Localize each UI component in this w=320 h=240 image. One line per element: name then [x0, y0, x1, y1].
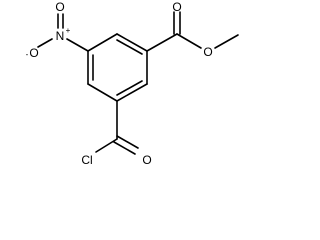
ring-bond-top-right — [116, 33, 148, 52]
ring-double-bond-inner-1 — [116, 39, 143, 55]
bond-ring-to-nitro-n — [66, 38, 89, 52]
bond-o-to-methyl — [214, 34, 239, 49]
molecule-structure-diagram: O O N + O O - Cl O — [26, 0, 239, 167]
atom-nitro-left-oxygen: O — [29, 46, 38, 60]
bond-ester-carbon-to-o — [176, 33, 202, 49]
acyl-carbonyl-double-bond-a — [116, 135, 139, 149]
ring-bond-bottom-right — [116, 83, 148, 102]
acyl-carbonyl-double-bond-b — [113, 141, 136, 155]
atom-nitro-nitrogen: N — [56, 29, 65, 43]
atom-chlorine: Cl — [81, 153, 92, 167]
ring-bond-bottom-left — [87, 83, 118, 102]
bond-nitro-n-to-o-minus — [37, 38, 53, 48]
nitro-nitrogen-positive-charge: + — [66, 26, 71, 35]
acyl-chloride-group: Cl O — [81, 100, 152, 167]
nitro-group: N + O O - — [26, 0, 89, 60]
atom-nitro-top-oxygen: O — [55, 0, 64, 14]
atom-acyl-carbonyl-oxygen: O — [142, 153, 151, 167]
bond-acyl-carbon-to-cl — [95, 138, 118, 153]
atom-ester-carbonyl-oxygen: O — [172, 0, 181, 14]
bond-ring-to-ester-carbon — [146, 33, 178, 52]
benzene-ring — [87, 33, 148, 102]
atom-ester-oxygen: O — [203, 45, 212, 59]
ring-double-bond-inner-2 — [116, 80, 143, 96]
nitro-oxygen-negative-charge: - — [26, 50, 29, 59]
ring-bond-top-left — [87, 33, 118, 52]
methyl-ester-group: O O — [146, 0, 239, 59]
